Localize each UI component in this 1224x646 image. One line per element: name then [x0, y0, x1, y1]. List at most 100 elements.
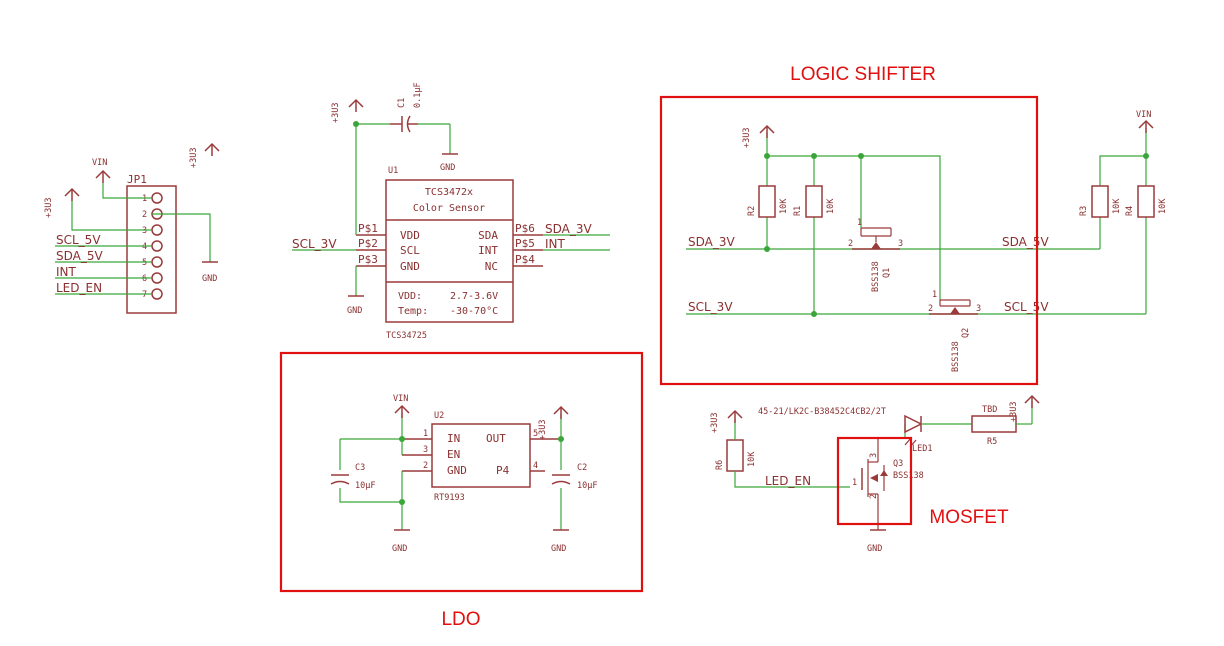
jp1-label: JP1 — [127, 173, 147, 186]
mosfet-3v3-label: +3U3 — [710, 413, 720, 433]
u1-vdd-label: VDD: — [398, 291, 422, 302]
q1-pin-3: 3 — [898, 239, 903, 249]
led-part: 45-21/LK2C-B38452C4CB2/2T — [758, 407, 886, 417]
logic-shifter-highlight-box — [659, 95, 1039, 386]
mosfet-highlight-box — [836, 436, 913, 526]
jp1-pin-3: 3 — [142, 226, 147, 236]
q2-part: BSS138 — [951, 341, 961, 372]
ls-3v3-label: +3U3 — [742, 128, 752, 148]
u1-pin-scl: SCL — [400, 244, 420, 257]
mosfet-title: MOSFET — [929, 507, 1009, 528]
net-int: INT — [56, 265, 77, 279]
q3-ref: Q3 — [893, 459, 903, 469]
u1-pad-6: P$6 — [515, 222, 535, 235]
mosfet-gnd-label: GND — [867, 544, 882, 554]
jp1-3v3-label-2: +3U3 — [189, 148, 199, 168]
q3-pin-1: 1 — [852, 478, 857, 488]
r1-value: 10K — [826, 198, 836, 214]
r5-ref: R5 — [987, 437, 997, 447]
u2-pin-gnd: GND — [447, 464, 467, 477]
net-led-en-q3: LED_EN — [765, 474, 811, 488]
led-3v3-label: +3U3 — [1009, 402, 1019, 422]
c3-ref: C3 — [355, 463, 365, 473]
net-sda-5v-ls: SDA_5V — [1002, 235, 1049, 249]
r4-value: 10K — [1158, 198, 1168, 214]
u2-n4: 4 — [533, 461, 538, 471]
u1-temp-value: -30-70°C — [450, 306, 498, 317]
u1-pad-3: P$3 — [358, 253, 378, 266]
net-led-en: LED_EN — [56, 281, 102, 295]
q3-pin-2: 2 — [869, 494, 879, 499]
net-sda-3v-ls: SDA_3V — [688, 235, 735, 249]
logic-shifter: SDA_3V SCL_3V SDA_5V SCL_5V R2 10K R1 10… — [686, 110, 1168, 372]
c3-value: 10µF — [355, 481, 375, 491]
u1-3v3-label: +3U3 — [331, 103, 341, 123]
jp1-gnd-label: GND — [202, 274, 217, 284]
u2-n2: 2 — [423, 461, 428, 471]
u2-pin-en: EN — [447, 448, 460, 461]
jp1-pin-4: 4 — [142, 242, 147, 252]
u2-n3: 3 — [423, 445, 428, 455]
net-sda-3v: SDA_3V — [545, 222, 592, 236]
q1-pin-2: 2 — [848, 239, 853, 249]
mosfet-led-driver: 45-21/LK2C-B38452C4CB2/2T R6 10K LED_EN … — [710, 394, 1040, 554]
u1-color-sensor: U1 TCS3472x Color Sensor VDD SCL GND SDA… — [292, 82, 610, 341]
ldo-highlight-box — [279, 351, 644, 593]
r1-ref: R1 — [793, 206, 803, 216]
c1-value: 0.1µF — [413, 82, 423, 108]
r6-ref: R6 — [715, 460, 725, 470]
u2-n1: 1 — [423, 429, 428, 439]
net-scl-5v-ls: SCL_5V — [1004, 300, 1049, 314]
q1-mosfet: 2 3 1 BSS138 Q1 — [848, 218, 903, 292]
u1-pin-gnd: GND — [400, 260, 420, 273]
jp1-vin-label: VIN — [92, 158, 107, 168]
q3-part: BSS138 — [893, 471, 924, 481]
u1-pad-4: P$4 — [515, 253, 535, 266]
jp1-connector: JP1 1 2 3 4 5 6 7 SCL_5V SDA_5V INT LED_… — [44, 142, 220, 314]
q2-pin-3: 3 — [976, 304, 981, 314]
r3-ref: R3 — [1079, 206, 1089, 216]
jp1-pin-6: 6 — [142, 274, 147, 284]
r3-value: 10K — [1112, 198, 1122, 214]
u2-pin-in: IN — [447, 432, 460, 445]
u1-pin-sda: SDA — [478, 229, 498, 242]
net-scl-5v: SCL_5V — [56, 233, 101, 247]
jp1-pin-5: 5 — [142, 258, 147, 268]
u1-pin-int: INT — [478, 244, 498, 257]
ldo-3v3-label: +3U3 — [538, 420, 548, 440]
q2-pin-2: 2 — [928, 304, 933, 314]
r5-value: TBD — [982, 405, 997, 415]
r4-ref: R4 — [1125, 206, 1135, 216]
led-ref: LED1 — [912, 444, 932, 454]
u1-pad-5: P$5 — [515, 237, 535, 250]
r2-value: 10K — [779, 198, 789, 214]
q2-mosfet: 2 3 1 BSS138 Q2 — [928, 290, 981, 372]
c2-value: 10µF — [577, 481, 597, 491]
q1-pin-1: 1 — [857, 218, 862, 228]
u1-subtitle: Color Sensor — [413, 203, 485, 214]
ldo-title: LDO — [441, 609, 480, 630]
u2-pin-p4: P4 — [496, 464, 510, 477]
u1-pin-nc: NC — [485, 260, 498, 273]
ldo-gnd-label-1: GND — [392, 544, 407, 554]
logic-shifter-title: LOGIC SHIFTER — [790, 64, 936, 85]
u1-pin-vdd: VDD — [400, 229, 420, 242]
u1-pad-1: P$1 — [358, 222, 378, 235]
r6-value: 10K — [747, 451, 757, 467]
ldo-vin-label: VIN — [393, 394, 408, 404]
u1-ref: U1 — [388, 166, 398, 176]
u2-pin-out: OUT — [486, 432, 506, 445]
u1-temp-label: Temp: — [398, 306, 428, 317]
u2-ref: U2 — [434, 411, 444, 421]
q3-pin-3: 3 — [869, 453, 879, 458]
net-int-u1: INT — [545, 237, 566, 251]
q2-ref: Q2 — [961, 328, 971, 338]
net-scl-3v-ls: SCL_3V — [688, 300, 733, 314]
u2-n5: 5 — [533, 429, 538, 439]
ls-vin-label: VIN — [1136, 110, 1151, 120]
u1-title: TCS3472x — [425, 187, 473, 198]
q2-pin-1: 1 — [932, 290, 937, 300]
jp1-3v3-label: +3U3 — [44, 198, 54, 218]
net-scl-3v: SCL_3V — [292, 237, 337, 251]
